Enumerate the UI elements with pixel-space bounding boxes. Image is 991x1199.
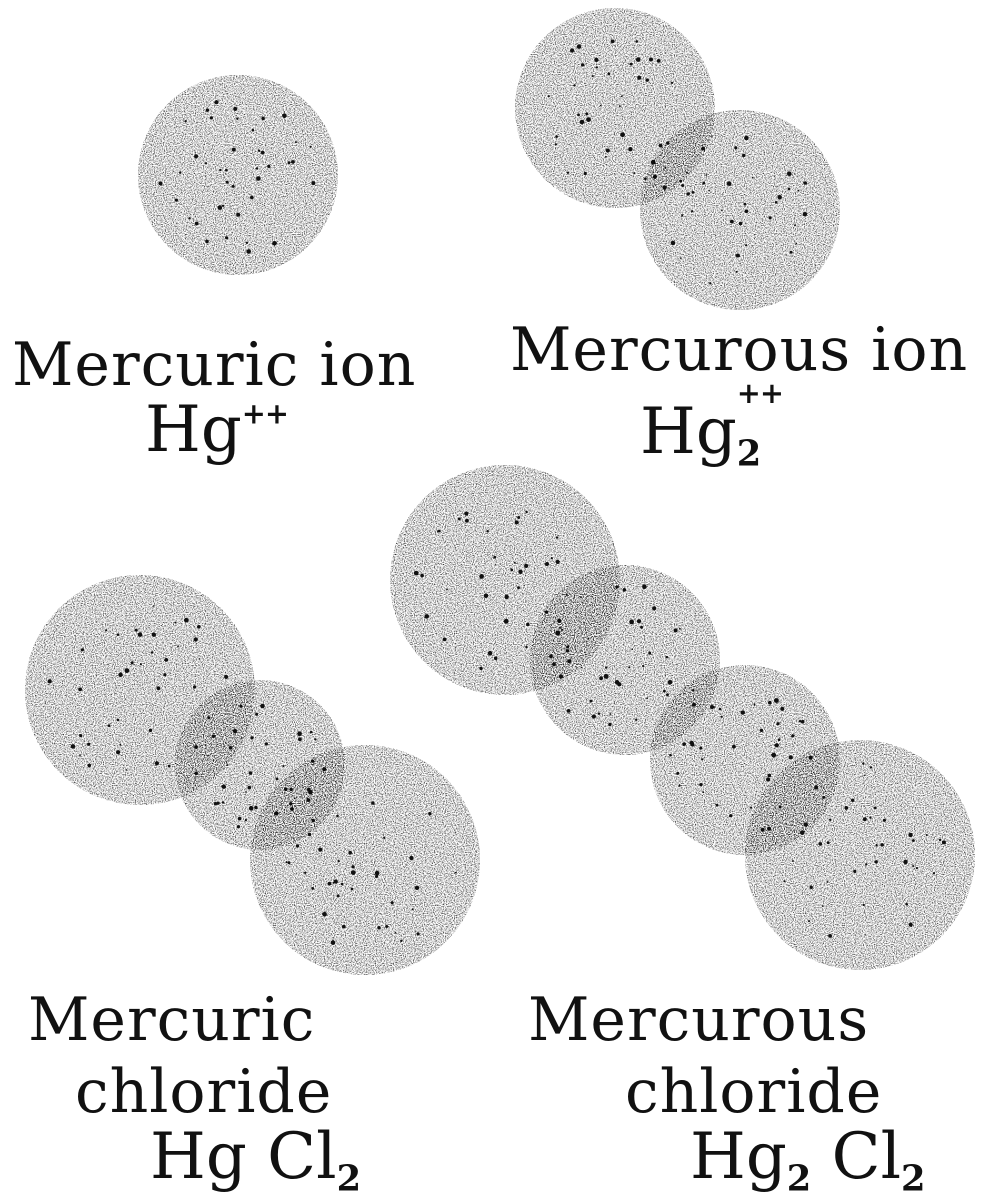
mercurous-chloride-subscript: 2: [787, 1158, 811, 1199]
mercurous-ion-element: Hg: [640, 395, 737, 469]
mercurous-ion-subscript: 2: [737, 433, 761, 474]
mercurous-chloride-line1: Mercurous: [528, 990, 869, 1050]
mercuric-ion-element: Hg: [145, 393, 242, 467]
mercurous-ion-model: [515, 8, 840, 310]
mercuric-chloride-element: Hg: [150, 1120, 247, 1194]
mercurous-chloride-ligand-subscript: 2: [901, 1158, 925, 1199]
mercurous-chloride-model: [390, 465, 975, 970]
mercuric-chloride-formula: Hg Cl2: [150, 1125, 361, 1197]
mercuric-ion-charge: ++: [242, 397, 288, 431]
mercuric-chloride-line1: Mercuric: [28, 990, 315, 1050]
mercurous-chloride-element: Hg: [690, 1120, 787, 1194]
mercuric-ion-formula: Hg++: [145, 398, 288, 462]
mercuric-chloride-atom-cl-3: [250, 745, 480, 975]
mercurous-chloride-formula: Hg2 Cl2: [690, 1125, 926, 1197]
mercuric-chloride-ligand-subscript: 2: [337, 1158, 361, 1199]
mercurous-chloride-line2: chloride: [625, 1062, 882, 1122]
mercurous-ion-charge: ++: [737, 379, 783, 408]
mercuric-ion-atom-hg-1: [138, 75, 338, 275]
mercurous-chloride-atom-cl-4: [745, 740, 975, 970]
mercuric-ion-model: [138, 75, 338, 275]
mercurous-ion-label: Mercurous ion: [510, 320, 968, 380]
mercurous-ion-atom-hg-2: [640, 110, 840, 310]
mercurous-chloride-ligand: Cl: [832, 1120, 901, 1194]
mercuric-chloride-line2: chloride: [75, 1062, 332, 1122]
mercurous-ion-formula: Hg++2: [640, 400, 761, 472]
mercuric-ion-label: Mercuric ion: [12, 335, 416, 395]
mercuric-chloride-ligand: Cl: [267, 1120, 336, 1194]
